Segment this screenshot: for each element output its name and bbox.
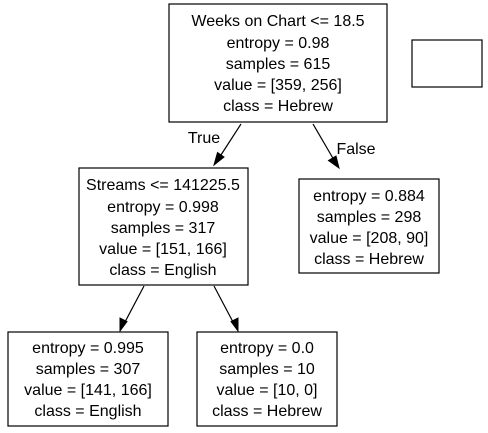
node-line: value = [141, 166] — [24, 382, 152, 399]
edge-label-false: False — [336, 141, 375, 158]
node-line: value = [359, 256] — [214, 77, 342, 94]
node-line: class = Hebrew — [314, 251, 424, 268]
node-line: entropy = 0.995 — [32, 340, 144, 357]
node-line: samples = 298 — [317, 209, 422, 226]
edge-left-to-leftleft — [119, 285, 145, 333]
node-line: class = English — [109, 262, 216, 279]
edge-label-true: True — [188, 130, 220, 147]
node-line: value = [10, 0] — [217, 382, 318, 399]
node-line: class = English — [34, 403, 141, 420]
node-line: samples = 615 — [226, 56, 331, 73]
node-line: samples = 307 — [36, 361, 141, 378]
node-line: Weeks on Chart <= 18.5 — [191, 13, 364, 30]
tree-node-right: entropy = 0.884 samples = 298 value = [2… — [298, 178, 440, 274]
node-line: entropy = 0.0 — [220, 340, 314, 357]
node-line: class = Hebrew — [212, 403, 322, 420]
edge-root-to-left — [213, 123, 242, 167]
node-line: samples = 10 — [219, 361, 315, 378]
node-line: entropy = 0.884 — [313, 188, 425, 205]
node-line: entropy = 0.998 — [107, 199, 219, 216]
node-line: entropy = 0.98 — [227, 35, 330, 52]
empty-box — [411, 39, 483, 88]
node-line: Streams <= 141225.5 — [86, 177, 240, 194]
tree-edges — [119, 123, 340, 333]
node-line: value = [151, 166] — [99, 241, 227, 258]
edge-left-to-leftright — [213, 285, 239, 333]
node-line: value = [208, 90] — [310, 230, 429, 247]
node-line: class = Hebrew — [223, 98, 333, 115]
tree-node-left: Streams <= 141225.5 entropy = 0.998 samp… — [78, 167, 249, 286]
node-line: samples = 317 — [111, 220, 216, 237]
tree-node-left-left: entropy = 0.995 samples = 307 value = [1… — [7, 331, 169, 427]
edge-root-to-right — [312, 123, 340, 170]
tree-node-left-right: entropy = 0.0 samples = 10 value = [10, … — [196, 331, 338, 427]
tree-node-root: Weeks on Chart <= 18.5 entropy = 0.98 sa… — [168, 3, 388, 123]
